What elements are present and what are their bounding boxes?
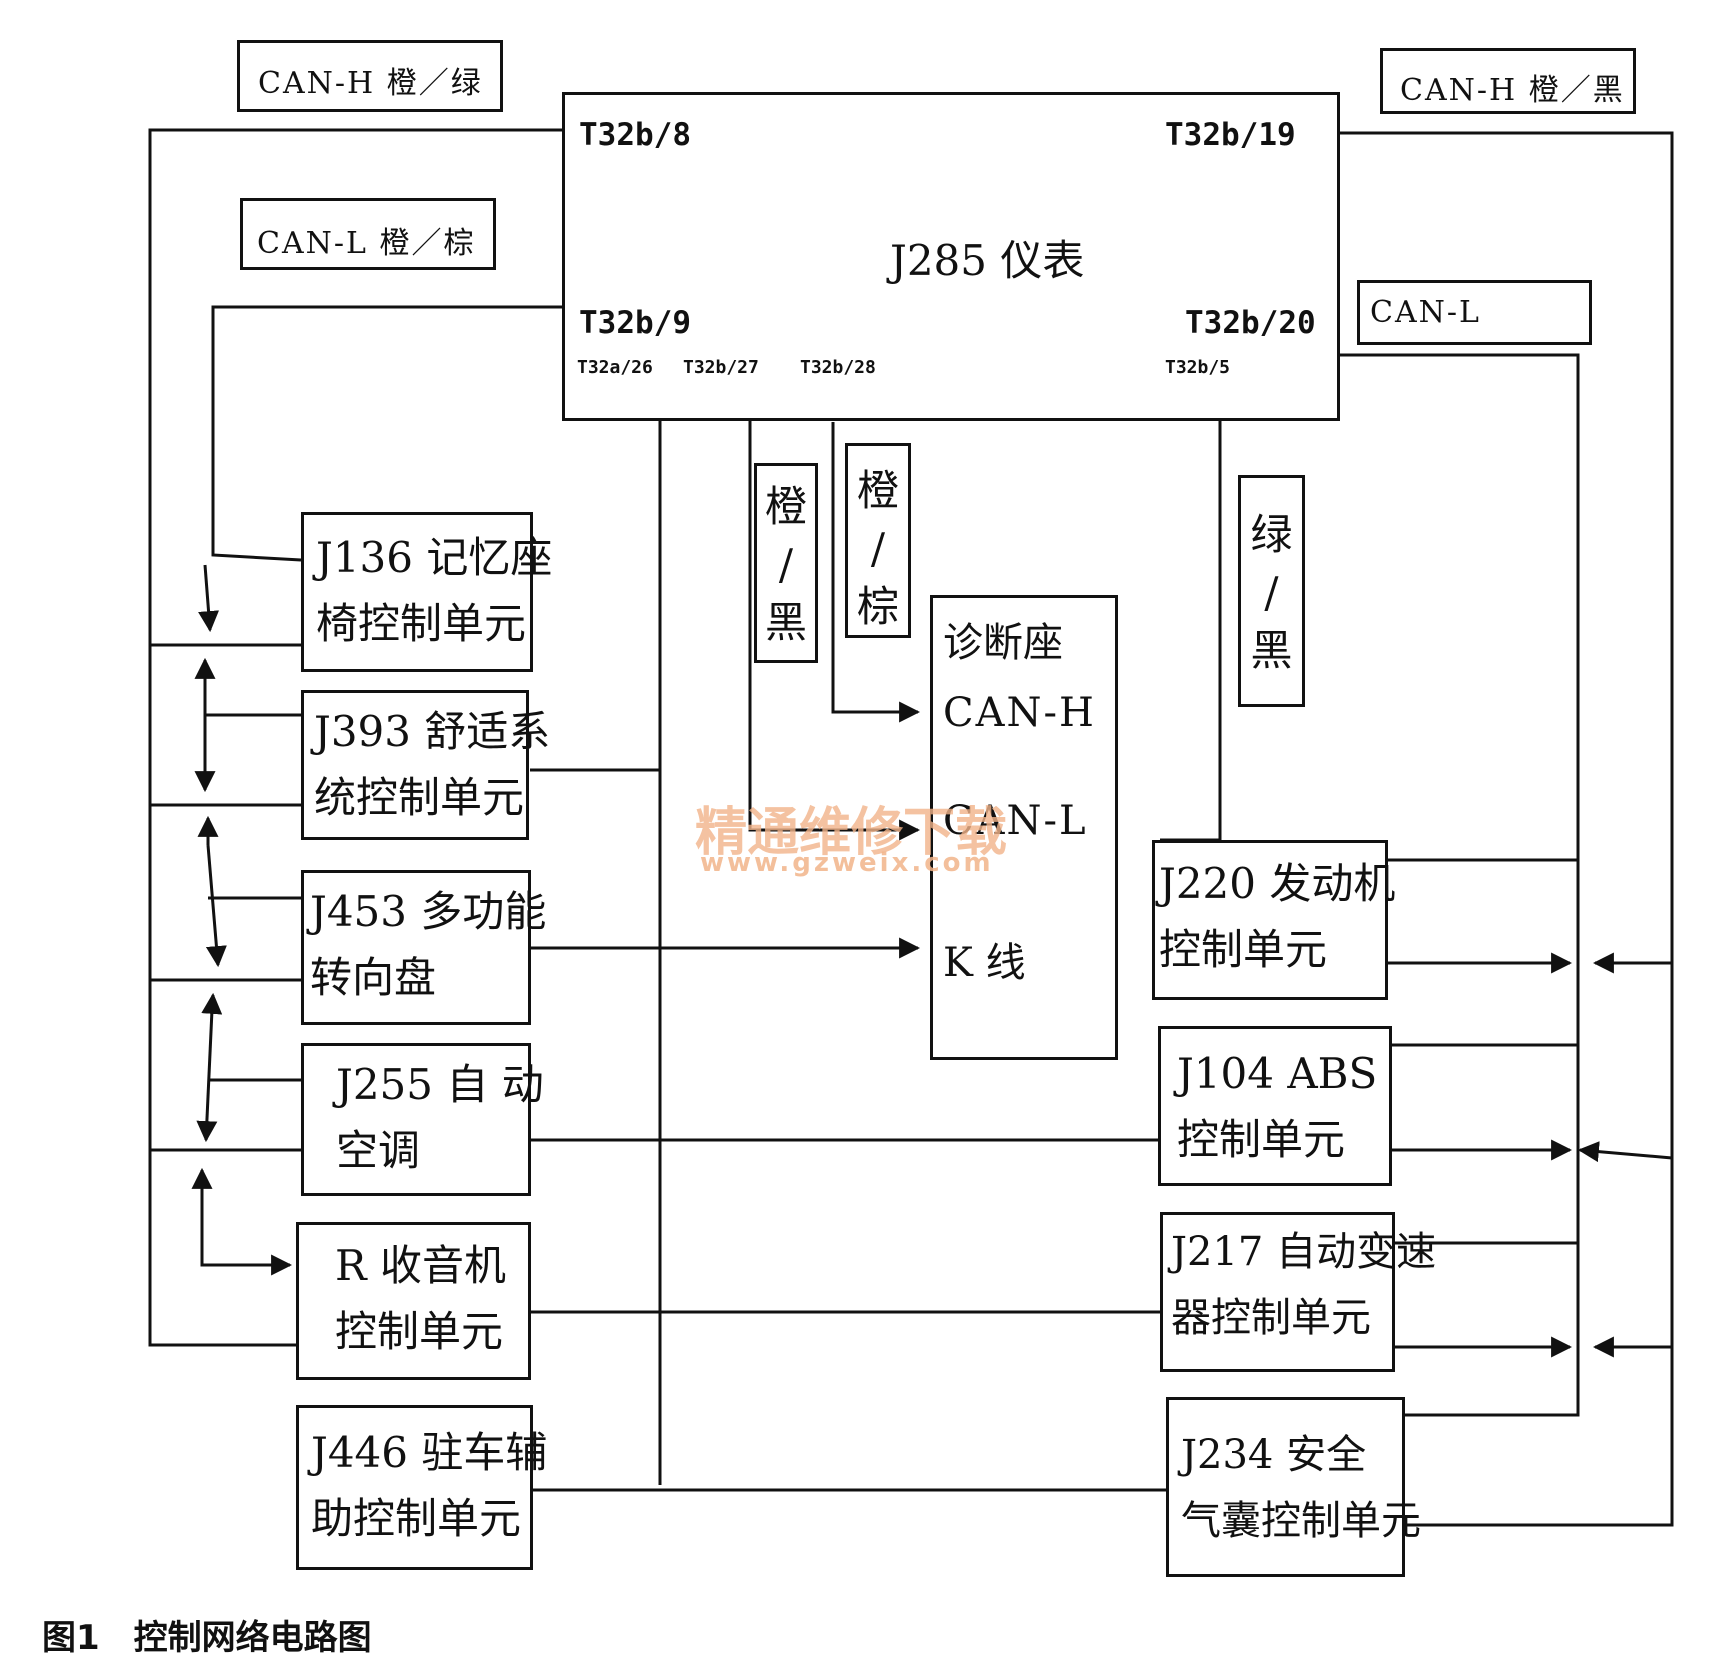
pin-t32b-19: T32b/19	[1165, 117, 1296, 153]
unit-j393-comfort-system: J393 舒适系统控制单元	[301, 690, 550, 840]
unit-r-radio: R 收音机控制单元	[296, 1222, 531, 1380]
can-l-tag: CAN-L	[1357, 280, 1592, 345]
j285-instrument-cluster: T32b/8 T32b/19 J285 仪表 T32b/9 T32b/20 T3…	[562, 92, 1340, 421]
can-h-orange-green-tag: CAN-H 橙／绿	[237, 40, 503, 112]
diag-can-h: CAN-H	[943, 690, 1096, 736]
unit-j220-engine: J220 发动机控制单元	[1152, 840, 1395, 1000]
watermark-line1: 精通维修下载	[695, 803, 1008, 863]
pin-t32b-20: T32b/20	[1185, 305, 1316, 341]
unit-j446-parking-assist: J446 驻车辅助控制单元	[296, 1405, 547, 1570]
can-l-orange-brown-tag: CAN-L 橙／棕	[240, 198, 496, 270]
can-h-right-bus	[1340, 131, 1674, 1527]
can-l-left-bus	[211, 305, 563, 562]
diagnostic-connector: 诊断座 CAN-H CAN-L K 线	[930, 595, 1118, 1060]
diag-can-l: CAN-L	[943, 798, 1088, 844]
diag-title: 诊断座	[943, 620, 1063, 666]
wire-tag-orange-brown: 橙/棕	[845, 443, 911, 638]
pin-t32b-9: T32b/9	[579, 305, 691, 341]
pin-t32b-8: T32b/8	[579, 117, 691, 153]
unit-j453-multifunction-wheel: J453 多功能转向盘	[301, 870, 546, 1025]
figure-caption: 图1 控制网络电路图	[42, 1618, 372, 1658]
pin-t32b-28: T32b/28	[800, 357, 876, 378]
pin-t32b-5: T32b/5	[1165, 357, 1231, 378]
watermark-line2: www.gzweix.com	[700, 848, 994, 878]
wire-tag-green-black: 绿/黑	[1238, 475, 1305, 707]
diag-k-line: K 线	[943, 940, 1026, 986]
unit-j217-auto-transmission: J217 自动变速器控制单元	[1160, 1212, 1436, 1372]
can-l-right-bus	[1340, 353, 1580, 1417]
pin-t32a-26: T32a/26	[577, 357, 653, 378]
j285-title: J285 仪表	[890, 236, 1085, 285]
unit-j255-auto-ac: J255 自 动空调	[301, 1043, 544, 1196]
pin-t32b-27: T32b/27	[683, 357, 759, 378]
wire-tag-orange-black: 橙/黑	[754, 463, 818, 663]
unit-j234-airbag: J234 安全气囊控制单元	[1166, 1397, 1421, 1577]
can-h-left-bus	[148, 128, 563, 1347]
unit-j136-memory-seat: J136 记忆座椅控制单元	[301, 512, 552, 672]
can-h-orange-black-tag: CAN-H 橙／黑	[1380, 48, 1636, 114]
